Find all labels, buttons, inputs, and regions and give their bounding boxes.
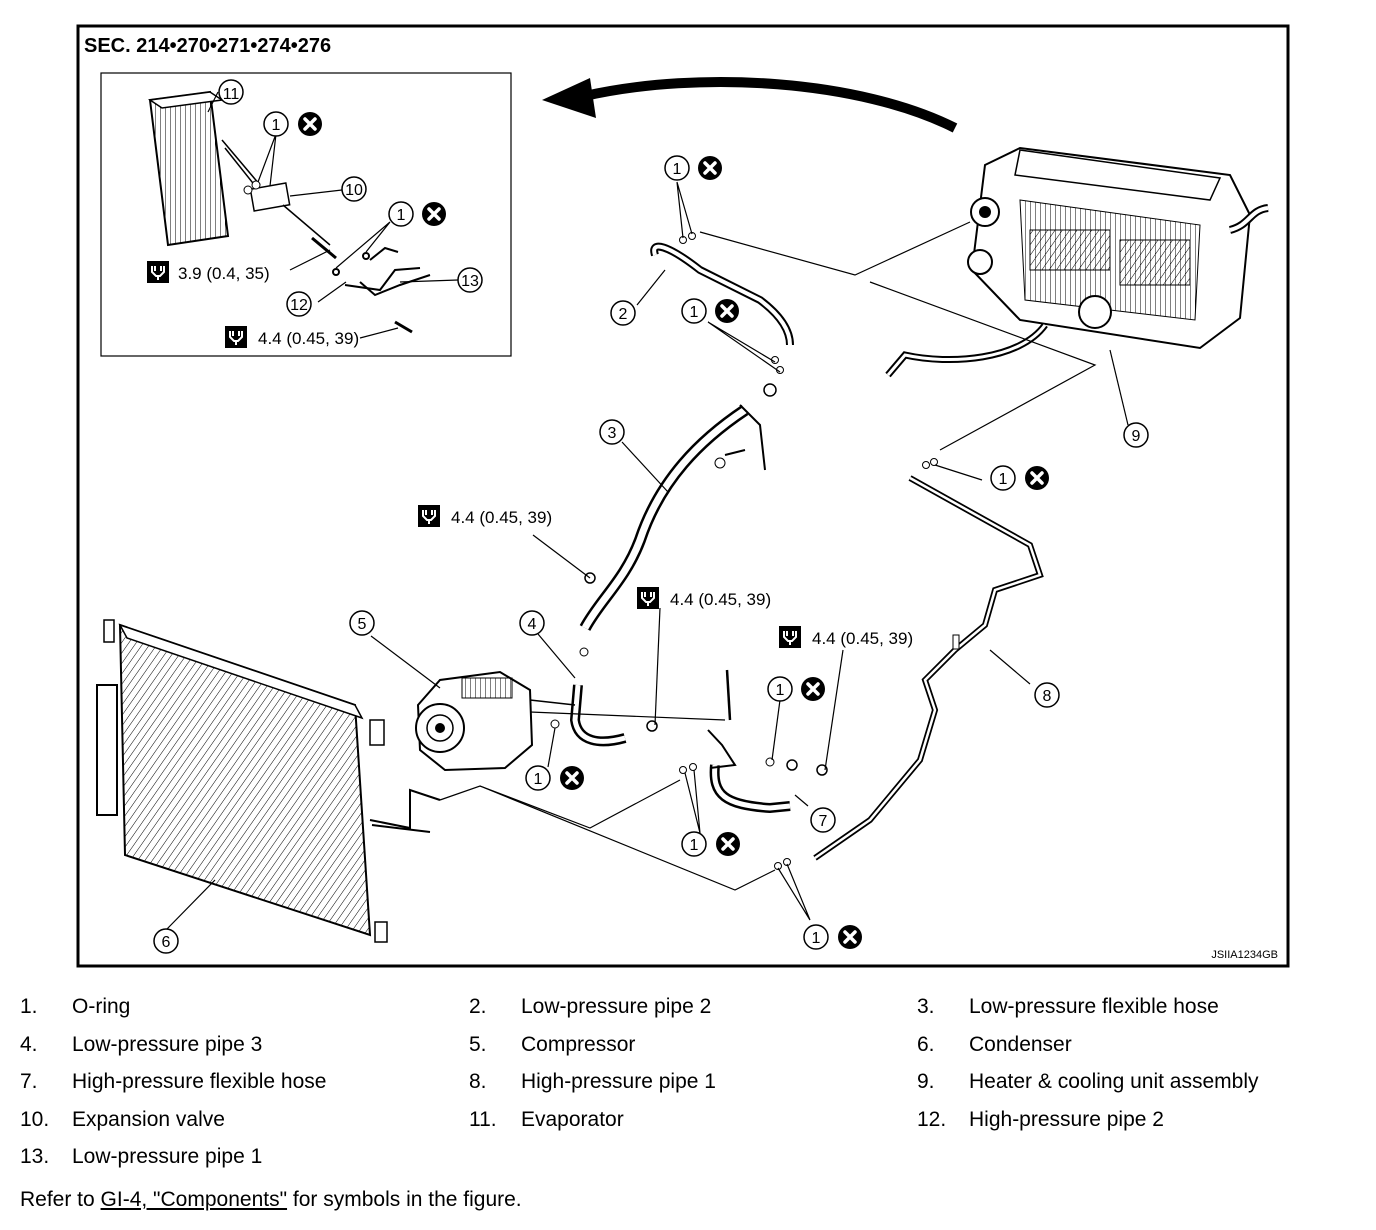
high-pressure-pipe-1 <box>774 458 1044 870</box>
callout-1-pipe8-bottom: 1 <box>803 923 864 951</box>
callout-leaders <box>165 181 1129 931</box>
legend-label: O-ring <box>72 995 131 1018</box>
connection-lines <box>439 221 1097 891</box>
legend-label: Low-pressure pipe 2 <box>521 995 712 1018</box>
legend-label: High-pressure flexible hose <box>72 1070 327 1093</box>
svg-text:4.4 (0.45, 39): 4.4 (0.45, 39) <box>451 508 552 527</box>
callout-8: 8 <box>1034 682 1060 708</box>
legend-number: 3. <box>917 995 935 1018</box>
legend-label: High-pressure pipe 2 <box>969 1107 1164 1131</box>
direction-arrow <box>583 77 958 133</box>
inset-leaders <box>207 91 459 339</box>
direction-arrowhead <box>542 78 596 118</box>
legend-label: Low-pressure pipe 1 <box>72 1145 263 1168</box>
torque-label-hose3: 4.4 (0.45, 39) <box>417 504 552 528</box>
legend-number: 11. <box>469 1107 497 1131</box>
svg-text:3.9 (0.4, 35): 3.9 (0.4, 35) <box>178 264 270 283</box>
legend-label: Compressor <box>521 1032 636 1056</box>
callout-1-hose7: 1 <box>767 675 827 703</box>
svg-text:1: 1 <box>999 471 1008 488</box>
torque-label-hose7: 4.4 (0.45, 39) <box>778 625 913 649</box>
callout-1-compressor: 1 <box>525 764 586 792</box>
legend-label: Evaporator <box>521 1107 624 1131</box>
torque-label-inset-44: 4.4 (0.45, 39) <box>224 325 359 349</box>
legend-label: High-pressure pipe 1 <box>521 1070 716 1093</box>
svg-text:6: 6 <box>162 934 171 951</box>
legend-number: 12. <box>917 1107 947 1131</box>
callout-10: 10 <box>341 176 367 202</box>
legend-number: 1. <box>20 995 38 1018</box>
legend-number: 13. <box>20 1145 50 1168</box>
legend-label: Low-pressure pipe 3 <box>72 1032 263 1056</box>
callout-1-pipe2: 1 <box>681 297 741 325</box>
legend-number: 6. <box>917 1032 935 1056</box>
compressor <box>415 670 576 772</box>
legend-label: Heater & cooling unit assembly <box>969 1070 1259 1093</box>
callout-9: 9 <box>1123 422 1149 448</box>
callout-7: 7 <box>810 807 836 833</box>
svg-text:12: 12 <box>290 297 308 314</box>
figure-code: JSIIA1234GB <box>1211 949 1278 961</box>
high-pressure-flexible-hose <box>679 669 828 814</box>
svg-text:13: 13 <box>461 273 479 290</box>
svg-text:5: 5 <box>358 616 367 633</box>
callout-6: 6 <box>153 928 179 954</box>
footer-suffix: for symbols in the figure. <box>287 1188 522 1211</box>
legend-number: 8. <box>469 1070 487 1093</box>
svg-text:4.4 (0.45, 39): 4.4 (0.45, 39) <box>258 329 359 348</box>
heater-cooling-unit <box>885 146 1269 378</box>
callout-12: 12 <box>286 291 312 317</box>
svg-text:1: 1 <box>397 207 406 224</box>
callout-1-inset-b: 1 <box>388 200 448 228</box>
footer-prefix: Refer to <box>20 1188 101 1211</box>
svg-text:7: 7 <box>819 813 828 830</box>
legend-number: 5. <box>469 1032 487 1056</box>
svg-text:4.4 (0.45, 39): 4.4 (0.45, 39) <box>812 629 913 648</box>
svg-text:1: 1 <box>534 771 543 788</box>
svg-text:8: 8 <box>1043 688 1052 705</box>
condenser <box>96 619 441 943</box>
legend-number: 4. <box>20 1032 38 1056</box>
svg-text:10: 10 <box>345 182 363 199</box>
svg-text:1: 1 <box>272 117 281 134</box>
callout-1-pipe8-top: 1 <box>990 464 1051 492</box>
svg-text:1: 1 <box>812 930 821 947</box>
legend-label: Expansion valve <box>72 1107 225 1131</box>
torque-label-pipe4: 4.4 (0.45, 39) <box>636 586 771 610</box>
callout-1-inset-a: 1 <box>263 110 324 138</box>
callout-11: 11 <box>218 79 244 105</box>
svg-text:1: 1 <box>673 161 682 178</box>
parts-diagram: SEC. 214•270•271•274•276 <box>76 24 1290 968</box>
callout-1-top: 1 <box>664 154 724 182</box>
callout-5: 5 <box>349 610 375 636</box>
legend-label: Low-pressure flexible hose <box>969 995 1219 1018</box>
svg-text:1: 1 <box>690 304 699 321</box>
torque-label-inset-39: 3.9 (0.4, 35) <box>146 260 270 284</box>
footer-note: Refer to GI-4, "Components" for symbols … <box>20 1188 522 1212</box>
legend-label: Condenser <box>969 1032 1072 1056</box>
callout-1-hose7-bottom: 1 <box>681 830 742 858</box>
svg-text:1: 1 <box>776 682 785 699</box>
legend-number: 9. <box>917 1070 935 1093</box>
svg-text:11: 11 <box>223 86 240 103</box>
svg-text:1: 1 <box>690 837 699 854</box>
legend-number: 2. <box>469 995 487 1018</box>
svg-text:2: 2 <box>619 306 628 323</box>
expansion-valve-inset <box>243 180 337 260</box>
section-title: SEC. 214•270•271•274•276 <box>84 35 331 57</box>
svg-text:4: 4 <box>528 616 537 633</box>
svg-text:9: 9 <box>1132 428 1141 445</box>
legend-number: 10. <box>20 1107 50 1131</box>
pipes-inset <box>332 246 431 334</box>
callout-2: 2 <box>610 300 636 326</box>
callout-4: 4 <box>519 610 545 636</box>
legend-number: 7. <box>20 1070 38 1093</box>
svg-text:3: 3 <box>608 425 617 442</box>
callout-3: 3 <box>599 419 625 445</box>
callout-13: 13 <box>457 267 483 293</box>
evaporator-inset <box>147 90 261 247</box>
svg-text:4.4 (0.45, 39): 4.4 (0.45, 39) <box>670 590 771 609</box>
components-link[interactable]: GI-4, "Components" <box>100 1188 288 1211</box>
